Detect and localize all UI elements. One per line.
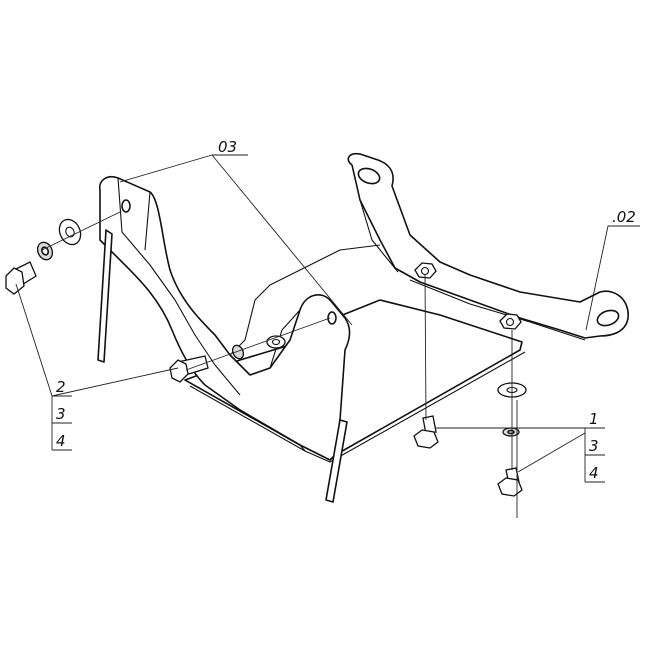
leader-lines — [15, 154, 640, 518]
label-right-4: 4 — [589, 464, 599, 482]
label-right-1: 1 — [589, 410, 599, 428]
label-left-2: 2 — [56, 378, 66, 396]
label-right-3: 3 — [589, 437, 599, 455]
label-02: .02 — [612, 208, 636, 226]
label-left-4: 4 — [56, 432, 66, 450]
left-hardware — [5, 218, 82, 295]
front-bracket-03 — [97, 175, 381, 503]
label-left-3: 3 — [56, 405, 66, 423]
callout-labels: 03 .02 2 3 4 1 3 4 — [56, 138, 636, 482]
rear-bracket-02 — [347, 152, 629, 341]
label-03: 03 — [218, 138, 237, 156]
